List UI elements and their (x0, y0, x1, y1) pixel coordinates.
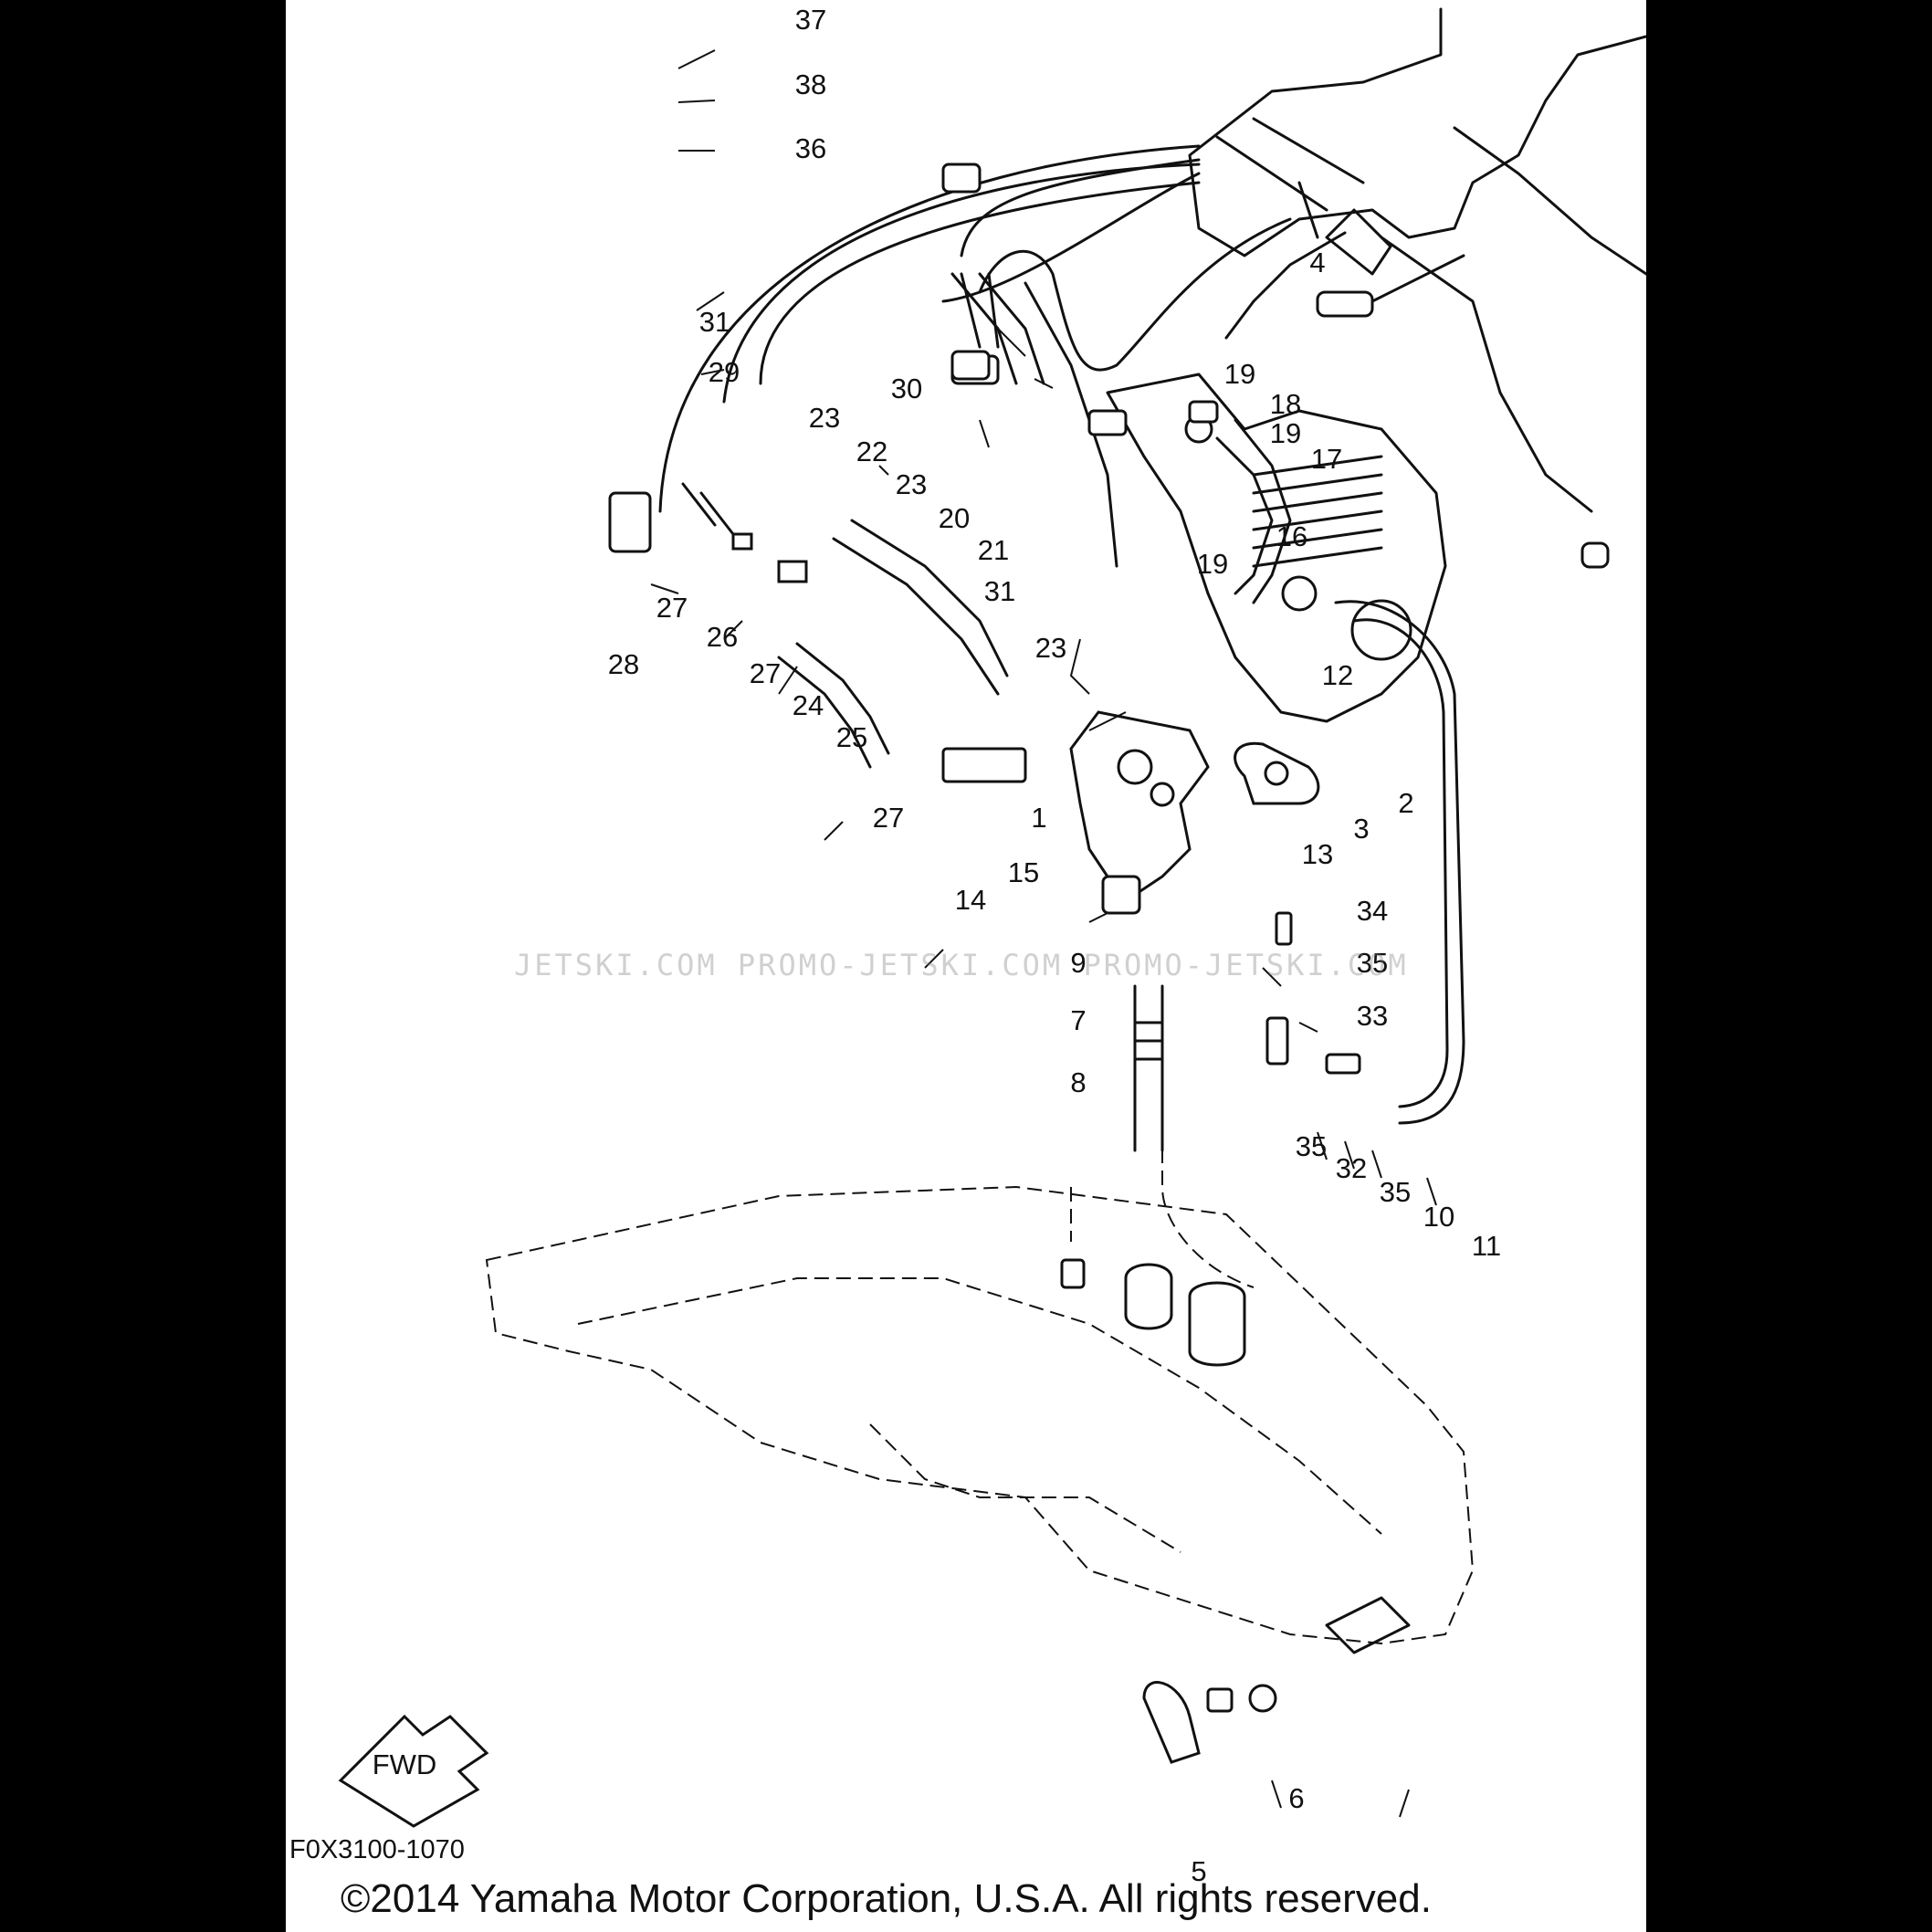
fwd-label: FWD (373, 1748, 437, 1780)
callout-1: 1 (1031, 802, 1046, 834)
callout-29: 29 (709, 356, 740, 388)
callout-13: 13 (1302, 838, 1333, 870)
fittings (608, 163, 1465, 783)
copyright-notice: ©2014 Yamaha Motor Corporation, U.S.A. A… (341, 1876, 1432, 1921)
callout-36: 36 (795, 132, 826, 164)
callout-19-top: 19 (1224, 358, 1255, 390)
callout-25: 25 (836, 721, 867, 753)
callout-33: 33 (1357, 1000, 1388, 1032)
fwd-arrow: FWD (338, 1714, 489, 1828)
oil-tank (485, 1185, 1475, 1764)
callout-31-low: 31 (984, 575, 1015, 607)
callout-14: 14 (955, 884, 986, 916)
callout-labels: 37 38 36 4 31 29 30 19 18 19 17 23 22 23… (608, 4, 1501, 1887)
oil-tank-exploded-diagram: FWD 37 38 36 4 31 29 30 19 18 19 17 23 2… (338, 4, 1646, 1887)
callout-19-low: 19 (1197, 548, 1228, 580)
callout-9: 9 (1070, 947, 1086, 979)
callout-32: 32 (1336, 1152, 1367, 1184)
hose-routing (658, 144, 1347, 568)
callout-6: 6 (1288, 1782, 1304, 1814)
callout-31: 31 (699, 306, 730, 338)
callout-10: 10 (1423, 1201, 1454, 1233)
callout-17: 17 (1311, 443, 1342, 475)
engine-block-outline (1106, 7, 1646, 723)
callout-35-left: 35 (1296, 1130, 1327, 1162)
callout-23-top: 23 (809, 402, 840, 434)
tank-hoses (1070, 600, 1465, 1288)
callout-34: 34 (1357, 895, 1388, 927)
callout-35-right: 35 (1380, 1176, 1411, 1208)
callout-12: 12 (1322, 659, 1353, 691)
callout-5: 5 (1191, 1855, 1206, 1887)
callout-27-top: 27 (656, 592, 688, 624)
parts-diagram-sheet: FWD 37 38 36 4 31 29 30 19 18 19 17 23 2… (286, 0, 1646, 1932)
diagram-code: F0X3100-1070 (289, 1835, 465, 1864)
callout-19-mid: 19 (1270, 417, 1301, 449)
callout-3: 3 (1353, 813, 1369, 845)
callout-18: 18 (1270, 388, 1301, 420)
callout-11: 11 (1472, 1230, 1501, 1262)
callout-2: 2 (1398, 787, 1413, 819)
watermark-text: JETSKI.COM PROMO-JETSKI.COM PROMO-JETSKI… (514, 948, 1409, 982)
callout-38: 38 (795, 68, 826, 100)
callout-23-mid: 23 (896, 468, 927, 500)
oil-pump (1069, 638, 1320, 915)
callout-22: 22 (856, 436, 887, 467)
callout-30: 30 (891, 373, 922, 404)
callout-15: 15 (1008, 856, 1039, 888)
callout-21: 21 (978, 534, 1009, 566)
callout-28: 28 (608, 648, 639, 680)
callout-27-mid: 27 (750, 657, 781, 689)
leader-lines (650, 49, 1437, 1818)
callout-4: 4 (1309, 247, 1325, 278)
callout-27-low: 27 (873, 802, 904, 834)
callout-24: 24 (793, 689, 824, 721)
callout-37: 37 (795, 4, 826, 36)
callout-16: 16 (1276, 520, 1307, 552)
callout-35-top: 35 (1357, 947, 1388, 979)
callout-20: 20 (939, 502, 970, 534)
callout-26: 26 (707, 621, 738, 653)
callout-7: 7 (1070, 1004, 1086, 1036)
callout-8: 8 (1070, 1066, 1086, 1098)
callout-23-low: 23 (1035, 632, 1066, 664)
